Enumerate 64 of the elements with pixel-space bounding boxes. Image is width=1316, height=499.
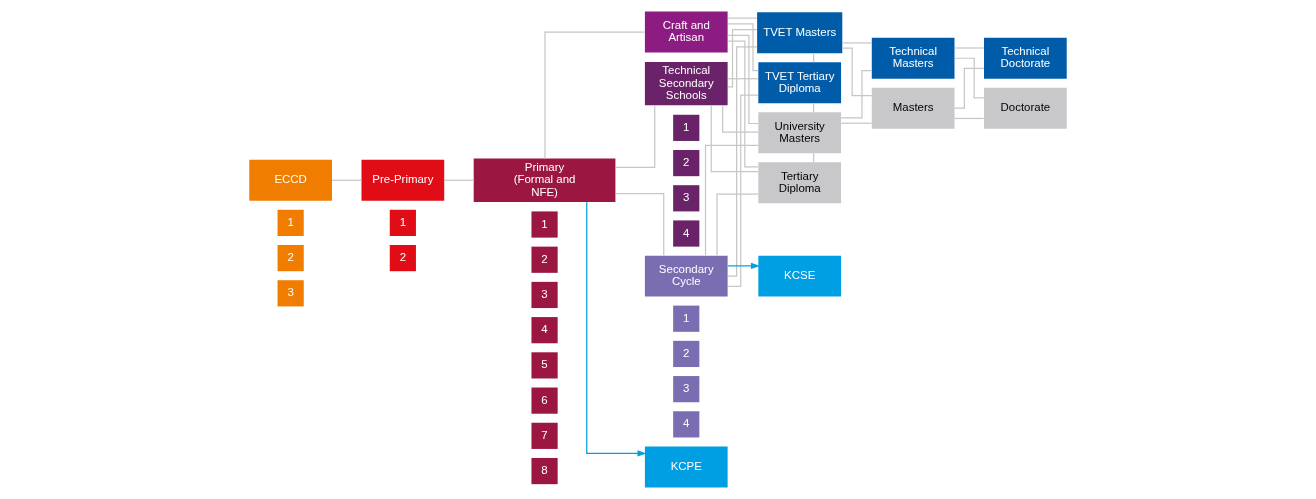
connector [954,67,985,109]
node-box: 2 [389,245,416,272]
arrow [586,201,647,457]
node-box: 1 [277,209,304,236]
connector [727,17,758,19]
connector [443,179,475,181]
connector [614,104,656,168]
connector [841,47,873,97]
node-box: Technical Doctorate [984,37,1067,79]
node-box: Secondary Cycle [644,255,728,297]
node-box: 4 [673,220,700,247]
connector [704,144,759,257]
connector [727,23,759,72]
connector [840,122,873,124]
node-box: TVET Tertiary Diploma [758,62,842,104]
node-box: 2 [673,150,700,177]
node-box: Primary (Formal and NFE) [473,158,616,202]
connector [727,34,759,125]
node-box: Pre-Primary [361,159,445,201]
node-box: 2 [277,245,304,272]
connector [615,193,665,257]
node-box: 1 [673,114,700,141]
connector [727,46,758,277]
node-box: 6 [531,387,558,414]
node-box: 2 [673,340,700,368]
node-box: 2 [531,246,558,273]
node-box: KCSE [758,255,842,297]
connector [954,47,985,49]
node-box: Technical Secondary Schools [644,61,728,106]
connector [727,78,759,80]
connector [953,57,985,99]
node-box: 3 [673,376,700,403]
connector [727,28,758,88]
node-box: Technical Masters [871,37,955,79]
connector [841,42,873,44]
connector [954,117,985,120]
connector [331,179,362,181]
connector [722,104,759,133]
node-box: 3 [277,280,304,307]
node-box: University Masters [758,112,842,154]
node-box: KCPE [644,446,728,488]
node-box: ECCD [249,159,332,201]
node-box: 1 [389,209,416,236]
connector [544,31,646,160]
connector [727,40,759,168]
node-box: 5 [531,352,558,379]
node-box: Masters [871,87,955,129]
connector [727,94,759,287]
node-box: 3 [673,185,700,212]
node-box: Craft and Artisan [644,11,728,53]
node-box: TVET Masters [757,12,843,54]
node-box: Doctorate [984,87,1067,129]
node-box: 4 [531,317,558,344]
connector [840,69,873,119]
node-box: 4 [673,411,700,438]
node-box: Tertiary Diploma [758,162,842,204]
node-box: 1 [531,211,558,238]
node-box: 1 [673,305,700,332]
arrow [727,262,760,270]
node-box: 3 [531,281,558,309]
connector [716,193,759,257]
node-box: 7 [531,422,558,449]
node-box: 8 [531,457,558,485]
connector [710,104,759,173]
